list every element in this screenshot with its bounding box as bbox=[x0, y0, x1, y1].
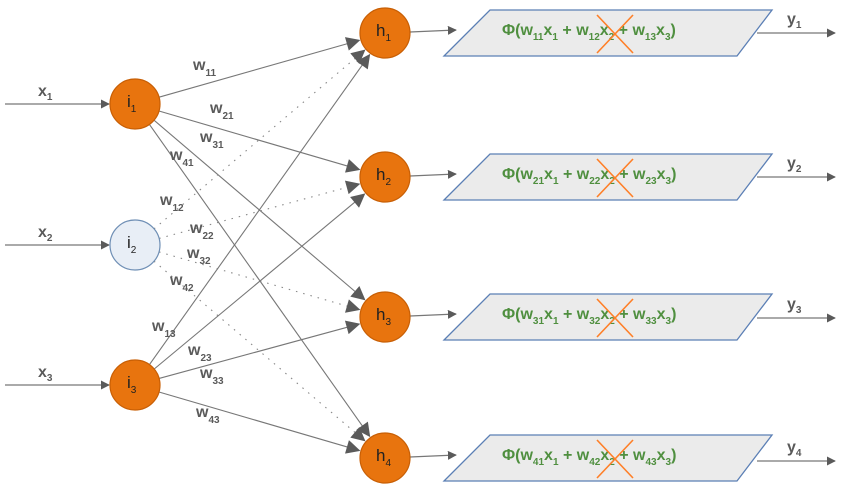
weight-label-w41: w41 bbox=[169, 147, 194, 169]
weight-label-w31: w31 bbox=[199, 129, 224, 151]
edge-w32 bbox=[158, 251, 361, 313]
weight-label-w23: w23 bbox=[187, 342, 212, 364]
edge-w33 bbox=[158, 320, 361, 379]
input-label-x1: x1 bbox=[38, 83, 53, 103]
weight-label-w13: w13 bbox=[151, 318, 176, 340]
edge-w11 bbox=[158, 37, 361, 98]
input-node-label-i3: i3 bbox=[127, 373, 137, 396]
hidden-to-box-arrow-1 bbox=[409, 25, 457, 35]
hidden-node-label-h3: h3 bbox=[376, 305, 391, 328]
edge-w23 bbox=[153, 193, 366, 370]
output-label-y4: y4 bbox=[787, 439, 802, 459]
edge-w22 bbox=[158, 180, 361, 239]
drop-cross-b-1 bbox=[596, 14, 634, 54]
hidden-node-h2 bbox=[359, 151, 411, 203]
hidden-node-h4 bbox=[359, 432, 411, 484]
formula-text-3: Φ(w31x1 + w32x2 + w33x3) bbox=[502, 306, 676, 327]
formula-box-1 bbox=[442, 9, 774, 57]
hidden-node-label-h2: h2 bbox=[376, 165, 391, 188]
hidden-node-label-h4: h4 bbox=[376, 446, 391, 469]
input-node-i3 bbox=[109, 359, 161, 411]
formula-boxes-layer: Φ(w11x1 + w12x2 + w13x3)Φ(w21x1 + w22x2 … bbox=[442, 9, 774, 482]
hidden-node-label-h1: h1 bbox=[376, 21, 391, 44]
formula-box-2 bbox=[442, 153, 774, 201]
input-label-x3: x3 bbox=[38, 364, 53, 384]
edge-w21 bbox=[158, 110, 361, 173]
weight-label-w42: w42 bbox=[169, 272, 194, 294]
input-node-label-i1: i1 bbox=[127, 92, 137, 115]
weight-label-w22: w22 bbox=[189, 220, 214, 242]
input-label-x2: x2 bbox=[38, 224, 53, 244]
hidden-to-box-arrow-3 bbox=[409, 309, 457, 319]
hidden-node-h1 bbox=[359, 7, 411, 59]
nodes-layer: i1 i2 i3 h1 h2 h3 h4 bbox=[109, 7, 411, 484]
weight-label-w43: w43 bbox=[195, 404, 220, 426]
drop-cross-b-4 bbox=[596, 439, 634, 479]
formula-box-4 bbox=[442, 434, 774, 482]
weight-label-w11: w11 bbox=[192, 57, 216, 79]
weight-label-w21: w21 bbox=[209, 100, 234, 122]
hidden-to-box-arrow-2 bbox=[409, 169, 457, 179]
output-label-y1: y1 bbox=[787, 11, 802, 31]
edge-w42 bbox=[153, 260, 366, 442]
weight-label-w12: w12 bbox=[159, 192, 184, 214]
output-label-y3: y3 bbox=[787, 296, 802, 316]
weight-label-w33: w33 bbox=[199, 365, 224, 387]
edge-w43 bbox=[158, 391, 361, 454]
hidden-to-box-arrow-4 bbox=[409, 450, 457, 460]
input-node-i2 bbox=[109, 219, 161, 271]
edge-w41 bbox=[148, 124, 371, 438]
edges-layer bbox=[5, 25, 836, 466]
input-node-i1 bbox=[109, 78, 161, 130]
formula-text-4: Φ(w41x1 + w42x2 + w43x3) bbox=[502, 447, 676, 468]
output-label-y2: y2 bbox=[787, 155, 802, 175]
weight-label-w32: w32 bbox=[186, 245, 211, 267]
input-node-label-i2: i2 bbox=[127, 233, 137, 256]
hidden-node-h3 bbox=[359, 291, 411, 343]
formula-box-3 bbox=[442, 293, 774, 341]
drop-cross-b-3 bbox=[596, 298, 634, 338]
edge-w12 bbox=[153, 49, 366, 230]
drop-cross-b-2 bbox=[596, 158, 634, 198]
edge-w13 bbox=[149, 53, 371, 365]
